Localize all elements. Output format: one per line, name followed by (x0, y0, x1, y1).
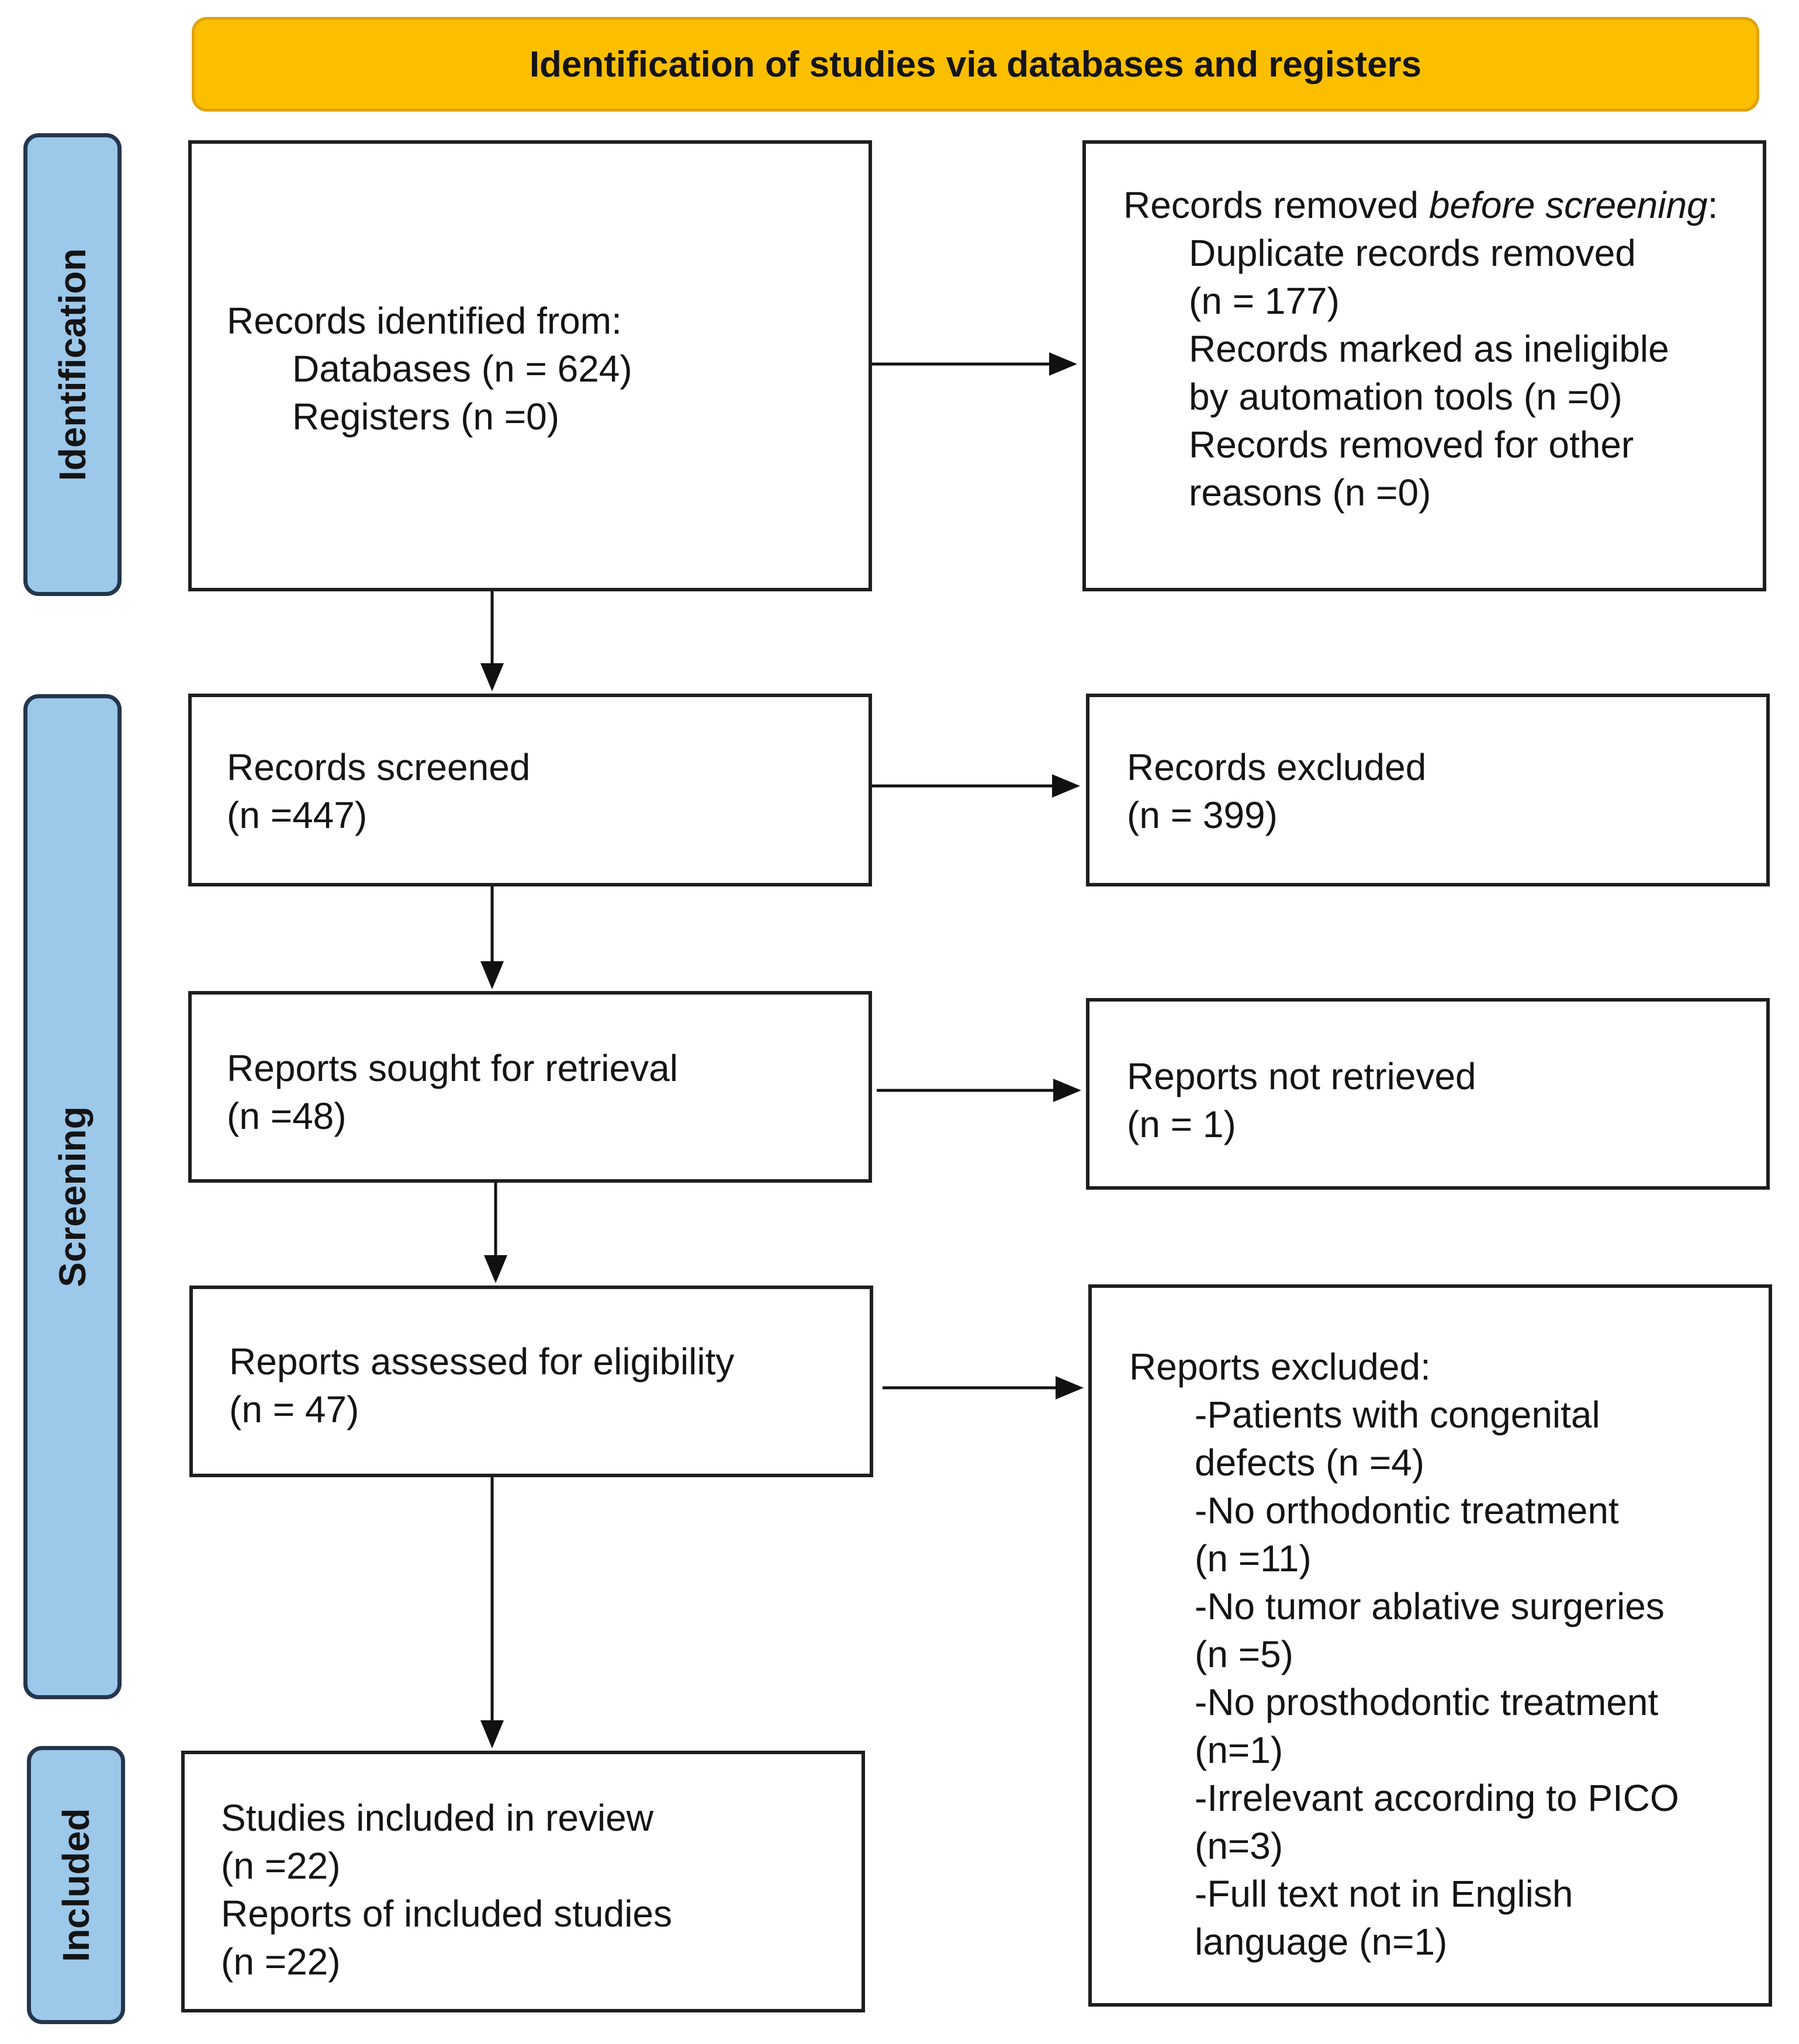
reports-assessed-box: Reports assessed for eligibility (n = 47… (189, 1286, 873, 1477)
records-excluded-box: Records excluded (n = 399) (1086, 694, 1770, 886)
phase-included: Included (27, 1746, 125, 2024)
arrowhead-included (480, 1720, 504, 1748)
arrowhead-removed (1049, 352, 1077, 376)
records-removed-title: Records removed before screening: (1123, 184, 1718, 226)
records-removed-item: Duplicate records removed (1189, 232, 1636, 274)
reports-excluded-item: -No orthodontic treatment (1195, 1489, 1619, 1532)
records-removed-box: Records removed before screening: Duplic… (1082, 140, 1766, 591)
reports-assessed-count: (n = 47) (229, 1388, 359, 1430)
reports-excluded-item: -Irrelevant according to PICO (1195, 1777, 1679, 1819)
reports-excluded-item: (n=3) (1195, 1825, 1283, 1867)
reports-not-retrieved-count: (n = 1) (1127, 1103, 1236, 1145)
reports-excluded-item: defects (n =4) (1195, 1442, 1425, 1484)
reports-excluded-item: -No prosthodontic treatment (1195, 1681, 1659, 1723)
studies-included-box: Studies included in review (n =22) Repor… (181, 1751, 865, 2012)
reports-sought-count: (n =48) (227, 1095, 347, 1137)
phase-identification: Identification (23, 133, 122, 596)
records-removed-item: Records marked as ineligible (1189, 328, 1669, 370)
records-screened-box: Records screened (n =447) (188, 694, 872, 886)
reports-excluded-item: (n =11) (1195, 1537, 1312, 1579)
arrowhead-reports-excluded (1056, 1376, 1084, 1399)
records-screened-title: Records screened (227, 746, 531, 788)
header-banner: Identification of studies via databases … (192, 17, 1759, 112)
records-databases: Databases (n = 624) (292, 348, 632, 390)
arrowhead-excluded (1052, 774, 1080, 798)
records-screened-count: (n =447) (227, 794, 368, 836)
reports-excluded-list: -Patients with congenital defects (n =4) -… (1129, 1391, 1769, 1966)
reports-not-retrieved-box: Reports not retrieved (n = 1) (1086, 998, 1770, 1190)
records-excluded-count: (n = 399) (1127, 794, 1278, 836)
reports-excluded-title: Reports excluded: (1129, 1346, 1431, 1388)
reports-sought-box: Reports sought for retrieval (n =48) (188, 991, 872, 1183)
reports-excluded-item: -Full text not in English (1195, 1873, 1573, 1915)
records-removed-item: Records removed for other (1189, 424, 1634, 466)
reports-sought-title: Reports sought for retrieval (227, 1047, 678, 1089)
reports-excluded-item: language (n=1) (1195, 1921, 1448, 1963)
reports-excluded-item: (n =5) (1195, 1633, 1293, 1675)
studies-included-title: Studies included in review (221, 1797, 653, 1839)
reports-included-title: Reports of included studies (221, 1893, 672, 1935)
records-removed-list: Duplicate records removed (n = 177) Record… (1123, 229, 1763, 517)
reports-excluded-box: Reports excluded: -Patients with congeni… (1088, 1284, 1772, 2007)
records-removed-item: reasons (n =0) (1189, 472, 1431, 514)
records-registers: Registers (n =0) (292, 396, 560, 438)
reports-included-count: (n =22) (221, 1941, 341, 1983)
phase-screening: Screening (23, 694, 122, 1699)
records-excluded-title: Records excluded (1127, 746, 1427, 788)
records-removed-item: (n = 177) (1189, 280, 1340, 322)
records-identified-box: Records identified from: Databases (n = … (188, 140, 872, 591)
records-identified-title: Records identified from: (227, 300, 622, 342)
records-removed-item: by automation tools (n =0) (1189, 376, 1622, 418)
reports-excluded-item: -No tumor ablative surgeries (1195, 1585, 1665, 1627)
arrowhead-assessed (484, 1255, 507, 1283)
reports-excluded-item: (n=1) (1195, 1729, 1283, 1771)
reports-excluded-item: -Patients with congenital (1195, 1394, 1600, 1436)
arrowhead-screened (480, 663, 504, 691)
arrowhead-not-retrieved (1053, 1079, 1081, 1102)
studies-included-count: (n =22) (221, 1845, 341, 1887)
header-title: Identification of studies via databases … (529, 44, 1422, 85)
reports-not-retrieved-title: Reports not retrieved (1127, 1055, 1476, 1097)
reports-assessed-title: Reports assessed for eligibility (229, 1340, 735, 1383)
arrowhead-sought (480, 961, 504, 989)
